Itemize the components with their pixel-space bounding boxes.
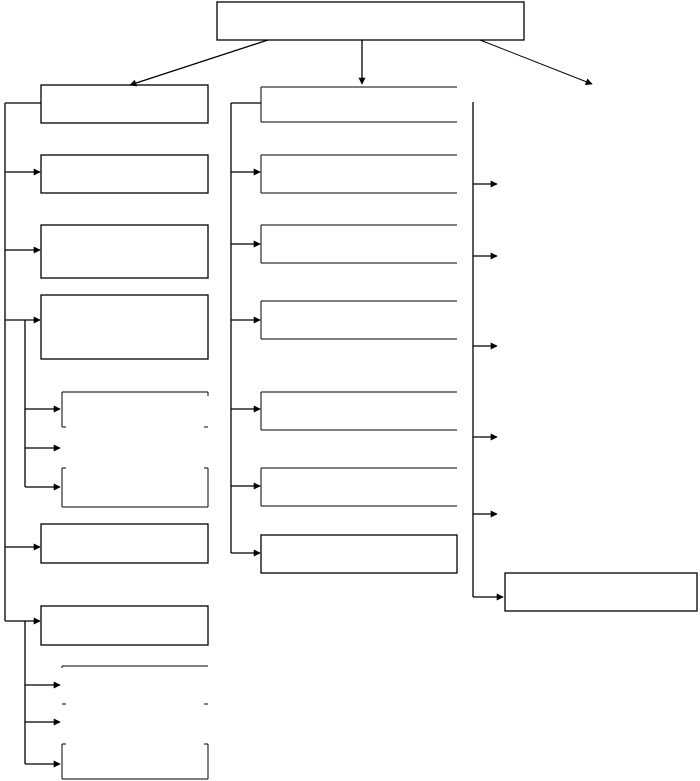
right-column [472, 102, 698, 612]
left-box-3 [40, 224, 209, 279]
root-node [216, 1, 525, 41]
mid-box-7 [260, 534, 458, 574]
left-box-5 [40, 523, 209, 564]
left-column [4, 84, 209, 780]
mid-box-2 [260, 154, 457, 194]
left-box-1 [40, 84, 209, 124]
root-to-right-arrow [479, 39, 593, 85]
left-sub-6-1 [61, 665, 208, 705]
left-sub-4-3 [61, 467, 209, 508]
mid-box-5 [260, 391, 457, 431]
right-box-6 [504, 572, 698, 612]
root-to-left-arrow [129, 39, 269, 87]
mid-box-1 [260, 86, 457, 123]
left-box-2 [40, 154, 209, 194]
middle-column [230, 86, 458, 574]
left-box-6 [40, 605, 209, 646]
mid-box-3 [260, 224, 457, 264]
mid-box-6 [260, 467, 457, 507]
left-box-4 [40, 294, 209, 360]
left-sub-6-3 [61, 743, 209, 780]
mid-box-4 [260, 300, 457, 340]
left-sub-4-1 [61, 391, 209, 428]
